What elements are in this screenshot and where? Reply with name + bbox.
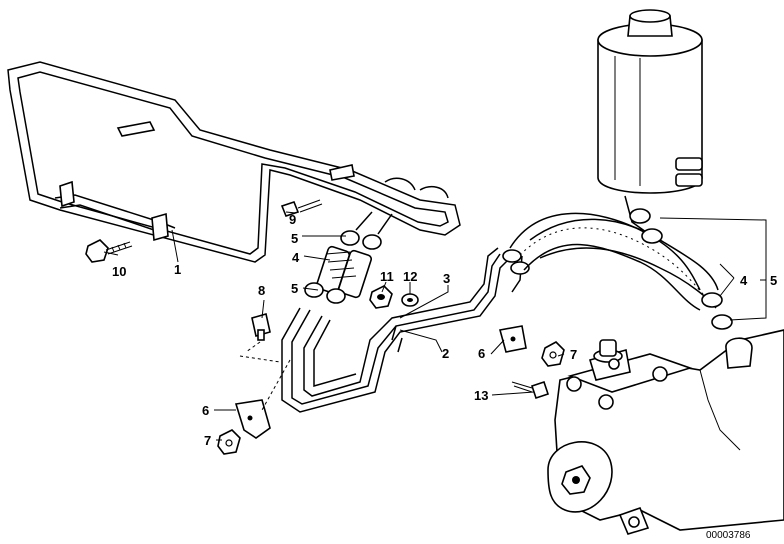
screw-9	[280, 199, 323, 217]
screw-10	[85, 239, 133, 263]
callout-9: 9	[289, 212, 296, 227]
callout-5c: 5	[770, 273, 777, 288]
washer-12	[401, 293, 419, 307]
callout-10: 10	[112, 264, 126, 279]
pipe-clamp-right	[498, 325, 565, 367]
pressure-lines	[281, 247, 530, 413]
callout-4a: 4	[292, 250, 300, 265]
callout-7b: 7	[570, 347, 577, 362]
oil-reservoir	[597, 9, 703, 233]
callout-6a: 6	[202, 403, 209, 418]
callout-2: 2	[442, 346, 449, 361]
callouts: 1 2 3 4 4 5 5 5 6 6 7 7 8 9 10 11 12 13 …	[112, 212, 777, 541]
callout-13: 13	[474, 388, 488, 403]
callout-5a: 5	[291, 231, 298, 246]
callout-3: 3	[443, 271, 450, 286]
pipe-clamp-left	[217, 399, 271, 455]
callout-4b: 4	[740, 273, 748, 288]
callout-11: 11	[380, 269, 394, 284]
reservoir-hoses	[509, 208, 733, 330]
bolt-8	[245, 312, 271, 353]
callout-12: 12	[403, 269, 417, 284]
leader-lines	[103, 211, 767, 441]
callout-1: 1	[174, 262, 181, 277]
reference-number: 00003786	[706, 530, 751, 541]
callout-8: 8	[258, 283, 265, 298]
callout-7a: 7	[204, 433, 211, 448]
screw-13	[511, 380, 550, 400]
steering-gearbox	[547, 329, 784, 535]
callout-5b: 5	[291, 281, 298, 296]
grommet-11	[369, 285, 393, 309]
cooling-coil-frame	[7, 61, 461, 263]
upper-hoses	[304, 211, 393, 304]
callout-6b: 6	[478, 346, 485, 361]
